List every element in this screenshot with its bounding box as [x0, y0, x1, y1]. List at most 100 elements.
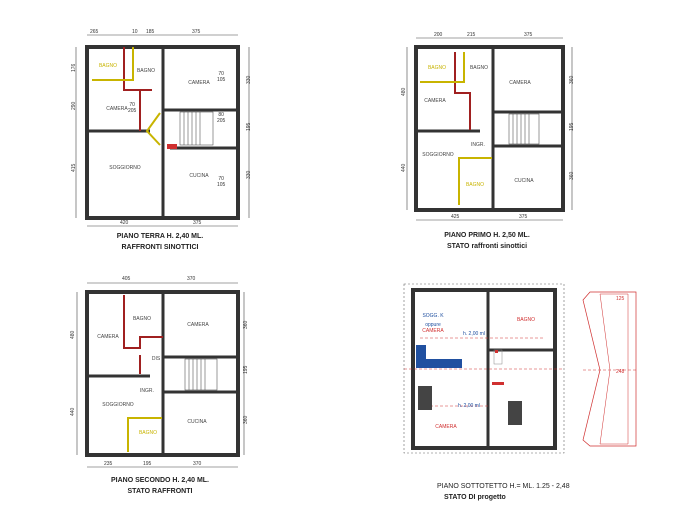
room-label: CAMERA — [187, 322, 209, 328]
plan-title: PIANO TERRA H. 2,40 ML. — [117, 233, 204, 240]
room-label: CAMERA — [509, 80, 531, 86]
plan-piano-sottotetto: SOGG. K oppure CAMERA BAGNO CAMERA h. 2,… — [403, 283, 637, 501]
outer-walls — [414, 45, 565, 212]
dimension: 375 — [193, 220, 202, 226]
room-label: CAMERA — [97, 334, 119, 340]
dimension: 215 — [467, 32, 476, 38]
dimension: 360 — [569, 75, 575, 84]
room-label: CUCINA — [189, 173, 209, 179]
opening-label: 70 105 — [217, 71, 226, 83]
room-label: BAGNO — [470, 65, 488, 71]
opening-label: 70 205 — [128, 102, 137, 114]
dimension: 290 — [71, 101, 77, 110]
room-label: BAGNO — [517, 317, 535, 323]
staircase — [508, 113, 540, 145]
demolished-wall — [420, 52, 465, 83]
opening-label: 80 205 — [217, 112, 226, 124]
dimension: 360 — [243, 320, 249, 329]
dimension: 195 — [243, 365, 249, 374]
dimension: 330 — [246, 75, 252, 84]
room-label: BAGNO — [137, 68, 155, 74]
plan-subtitle: RAFFRONTI SINOTTICI — [122, 244, 199, 251]
room-label: CUCINA — [187, 419, 207, 425]
dimension: 415 — [71, 163, 77, 172]
dimension: 330 — [246, 170, 252, 179]
dimension: 200 — [434, 32, 443, 38]
dimension: 195 — [569, 122, 575, 131]
dimension: 185 — [146, 29, 155, 35]
room-label: DIS — [152, 356, 161, 362]
room-label: CAMERA — [422, 328, 444, 334]
staircase — [184, 358, 218, 391]
room-label: SOGGIORNO — [102, 402, 134, 408]
plan-piano-primo: 200 215 375 480 440 360 195 360 425 375 … — [401, 32, 575, 250]
room-label: BAGNO — [466, 182, 484, 188]
staircase — [179, 111, 214, 146]
dimension: 10 — [132, 29, 138, 35]
dimension: 405 — [122, 276, 131, 282]
room-label: CAMERA — [424, 98, 446, 104]
height-label: h. 2,00 ml — [458, 403, 480, 409]
new-opening — [167, 144, 177, 149]
bed — [508, 401, 522, 425]
plan-title: PIANO SECONDO H. 2,40 ML. — [111, 477, 209, 484]
room-label: SOGG. K — [422, 313, 444, 319]
room-label: CAMERA — [435, 424, 457, 430]
room-label: BAGNO — [99, 63, 117, 69]
plan-piano-terra: 265 10 185 375 176 290 415 330 195 330 4… — [71, 29, 252, 251]
dimension: 360 — [243, 415, 249, 424]
demolished-wall — [458, 157, 492, 205]
room-label: SOGGIORNO — [109, 165, 141, 171]
plan-title: PIANO PRIMO H. 2,50 ML. — [444, 232, 530, 239]
plan-title: PIANO SOTTOTETTO H.= ML. 1.25 - 2,48 — [437, 483, 570, 490]
section-dimension: 248 — [616, 369, 625, 375]
room-label: INGR. — [140, 388, 154, 394]
dimension: 480 — [70, 330, 76, 339]
new-wall — [123, 295, 163, 349]
dimension: 375 — [524, 32, 533, 38]
plan-subtitle: STATO RAFFRONTI — [128, 488, 193, 495]
dimension: 420 — [120, 220, 129, 226]
plan-subtitle: STATO DI progetto — [444, 494, 506, 501]
demolished-wall — [145, 112, 161, 146]
roof-section — [582, 291, 637, 447]
dimension: 375 — [192, 29, 201, 35]
dimension: 370 — [187, 276, 196, 282]
demolished-wall — [92, 47, 134, 81]
room-label: CUCINA — [514, 178, 534, 184]
dimension: 195 — [246, 122, 252, 131]
room-label: BAGNO — [139, 430, 157, 436]
room-label: INGR. — [471, 142, 485, 148]
plan-subtitle: STATO raffronti sinottici — [447, 243, 527, 250]
room-label: CAMERA — [106, 106, 128, 112]
dimension: 375 — [519, 214, 528, 220]
dimension: 440 — [70, 407, 76, 416]
room-label: SOGGIORNO — [422, 152, 454, 158]
dimension: 195 — [143, 461, 152, 467]
new-opening — [495, 350, 498, 353]
bed — [418, 386, 432, 410]
roof-outline — [403, 283, 565, 454]
new-opening — [492, 382, 504, 385]
dimension: 176 — [71, 63, 77, 72]
dimension: 440 — [401, 163, 407, 172]
demolished-wall — [127, 417, 162, 452]
room-label: BAGNO — [133, 316, 151, 322]
opening-label: 70 105 — [217, 176, 226, 188]
kitchen-block — [416, 345, 462, 368]
dimension: 360 — [569, 171, 575, 180]
height-label: h. 2,00 ml — [463, 331, 485, 337]
section-dimension: 125 — [616, 296, 625, 302]
room-label: CAMERA — [188, 80, 210, 86]
room-label: BAGNO — [428, 65, 446, 71]
room-label: oppure — [425, 322, 441, 328]
dimension: 370 — [193, 461, 202, 467]
new-wall — [469, 92, 471, 130]
dimension: 265 — [90, 29, 99, 35]
new-wall — [454, 52, 471, 94]
new-wall — [123, 47, 152, 91]
plan-piano-secondo: 405 370 480 440 360 195 360 235 195 370 … — [70, 276, 249, 495]
dimension: 235 — [104, 461, 113, 467]
dimension: 425 — [451, 214, 460, 220]
